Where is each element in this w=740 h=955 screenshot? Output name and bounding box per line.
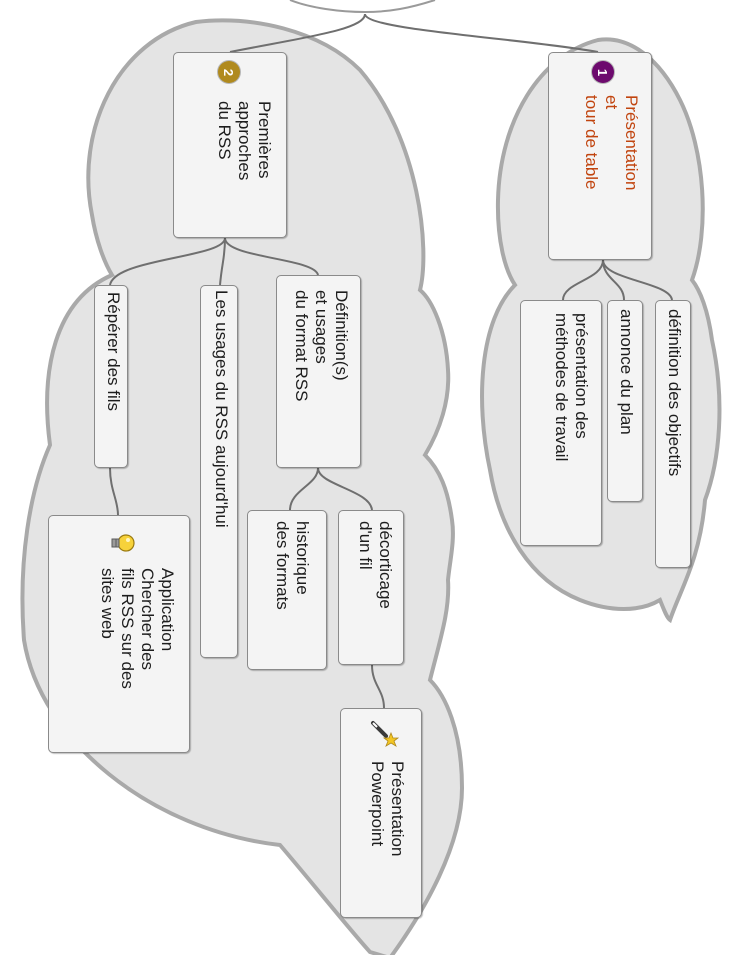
numbered-badge-icon: 1 [592, 61, 614, 83]
subtopic-definition-objectifs[interactable]: définition des objectifs [655, 300, 691, 568]
detail-label: décorticage d'un fil [356, 521, 395, 609]
light-bulb-icon [111, 534, 135, 552]
subtopic-annonce-plan[interactable]: annonce du plan [607, 300, 643, 502]
subtopic-presentation-methodes[interactable]: présentation des méthodes de travail [520, 300, 602, 546]
connector-lines [109, 13, 673, 709]
subtopic-reperer-fils[interactable]: Répérer des fils [94, 285, 128, 468]
subtopic-usages-aujourdhui[interactable]: Les usages du RSS aujourd'hui [200, 285, 238, 658]
topic-2-node[interactable]: 2 Premières approches du RSS [173, 52, 287, 238]
topic-1-node[interactable]: 1 Présentation et tour de table [548, 52, 652, 260]
subtopic-label: Répérer des fils [104, 292, 123, 412]
topic-1-label: Présentation et tour de table [582, 95, 641, 191]
subtopic-label: Définition(s) et usages du format RSS [292, 290, 351, 402]
detail-label: Présentation Powerpoint [368, 761, 407, 857]
root-node-edge [289, 0, 436, 14]
magic-wand-icon [371, 721, 399, 747]
detail-label: historique des formats [273, 521, 312, 610]
subtopic-definition-usages[interactable]: Définition(s) et usages du format RSS [276, 275, 361, 468]
detail-application-chercher[interactable]: Application Chercher des fils RSS sur de… [48, 515, 190, 753]
subtopic-label: annonce du plan [617, 309, 636, 435]
subtopic-label: Les usages du RSS aujourd'hui [212, 290, 231, 528]
detail-label: Application Chercher des fils RSS sur de… [98, 568, 177, 689]
detail-presentation-powerpoint[interactable]: Présentation Powerpoint [340, 708, 422, 918]
detail-decorticage-fil[interactable]: décorticage d'un fil [338, 510, 404, 665]
subtopic-label: définition des objectifs [665, 309, 684, 477]
detail-historique-formats[interactable]: historique des formats [247, 510, 327, 670]
numbered-badge-icon: 2 [218, 61, 240, 83]
subtopic-label: présentation des méthodes de travail [552, 313, 591, 462]
topic-2-label: Premières approches du RSS [215, 101, 274, 181]
